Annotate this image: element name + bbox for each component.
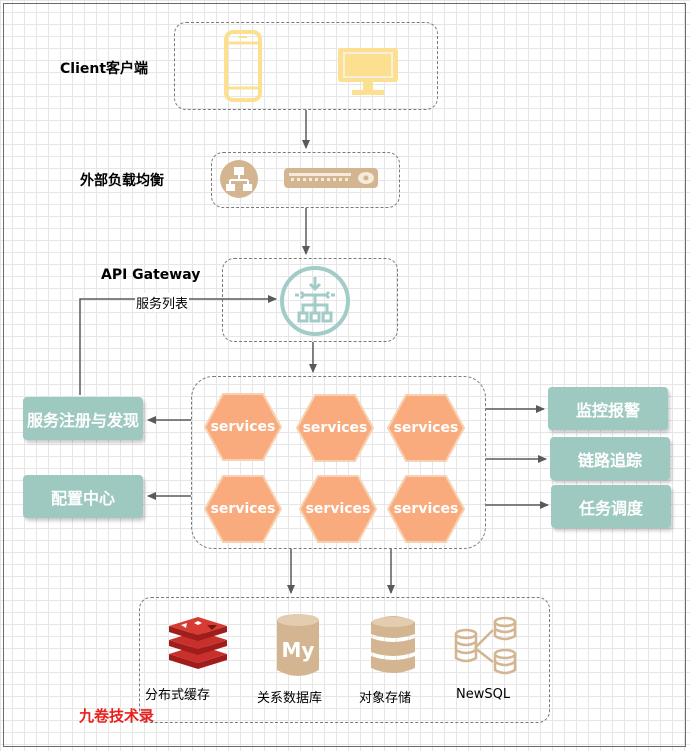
service-list-label: 服务列表 (135, 293, 190, 312)
service-label: services (393, 501, 459, 517)
service-label: services (393, 420, 459, 436)
api-gateway-icon (280, 266, 350, 336)
redis-cache-icon (169, 617, 227, 669)
service-node: services (298, 474, 378, 544)
service-node: services (386, 474, 466, 544)
desktop-monitor-icon (338, 48, 398, 95)
service-label: services (305, 501, 371, 517)
brand-watermark: 九卷技术录 (79, 707, 155, 725)
newsql-cluster-icon (454, 616, 517, 675)
object-storage-caption: 对象存储 (359, 691, 412, 706)
arrow-registry-to-gateway (79, 295, 277, 395)
service-label: services (210, 501, 276, 517)
relational-db-caption: 关系数据库 (257, 691, 323, 706)
canvas-border (3, 3, 686, 747)
tracing-box: 链路追踪 (550, 437, 670, 480)
mysql-database-icon: My (277, 614, 319, 676)
gateway-group (222, 258, 398, 342)
service-label: services (210, 419, 276, 435)
load-balancer-label: 外部负载均衡 (80, 173, 164, 189)
load-balancer-icon (220, 160, 258, 198)
service-node: services (295, 393, 375, 463)
mysql-icon-text: My (282, 638, 315, 662)
service-node: services (386, 393, 466, 463)
newsql-caption: NewSQL (456, 687, 511, 702)
services-group (191, 376, 486, 549)
distributed-cache-caption: 分布式缓存 (145, 688, 211, 703)
service-registry-box: 服务注册与发现 (23, 397, 143, 440)
api-gateway-label: API Gateway (101, 267, 201, 283)
monitoring-alert-box: 监控报警 (548, 387, 668, 430)
task-scheduling-box: 任务调度 (551, 485, 671, 528)
client-label: Client客户端 (60, 61, 149, 77)
service-node: services (203, 392, 283, 462)
service-node: services (203, 474, 283, 544)
storage-group (139, 597, 550, 723)
network-switch-icon (284, 168, 378, 188)
load-balancer-group (211, 152, 400, 208)
object-storage-icon (371, 616, 415, 673)
mobile-phone-icon (224, 30, 262, 102)
client-group (174, 22, 438, 110)
config-center-box: 配置中心 (23, 475, 143, 518)
service-label: services (302, 420, 368, 436)
